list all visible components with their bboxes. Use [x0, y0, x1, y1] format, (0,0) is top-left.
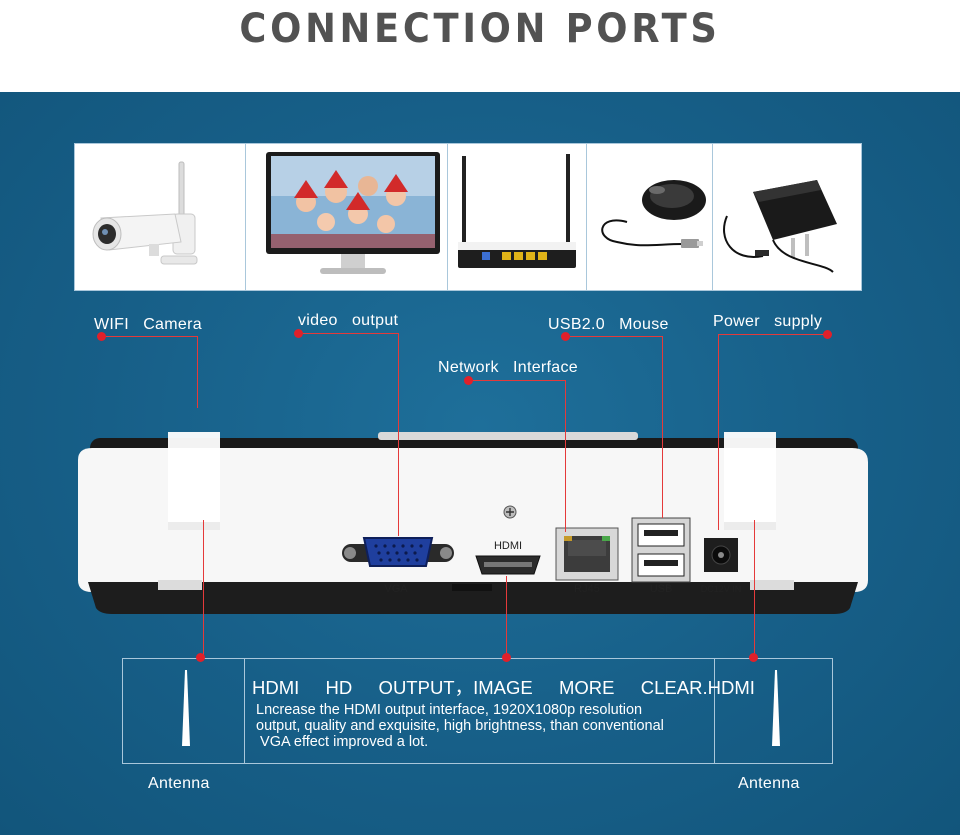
- hdmi-port-label: HDMI: [494, 540, 522, 552]
- hdmi-marker: [502, 653, 511, 662]
- power-adapter-image: [713, 144, 861, 290]
- description-divider-right: [714, 658, 715, 764]
- antenna-right-marker: [749, 653, 758, 662]
- video-output-leader-v: [398, 333, 399, 536]
- description-line-2: output, quality and exquisite, high brig…: [256, 718, 664, 734]
- hdmi-leader: [506, 576, 507, 658]
- router-image: [448, 144, 587, 290]
- antenna-right-label: Antenna: [738, 775, 800, 792]
- antenna-right-leader: [754, 520, 755, 658]
- network-interface-label: Network Interface: [438, 359, 578, 376]
- nvr-device: VGA HDMI RJ45 USB DC12V IN: [78, 432, 868, 614]
- description-line-1: Lncrease the HDMI output interface, 1920…: [256, 702, 643, 718]
- power-leader-h: [718, 334, 828, 335]
- wifi-camera-leader-v: [197, 336, 198, 408]
- description-line-3: VGA effect improved a lot.: [256, 734, 429, 750]
- video-output-leader-h: [298, 333, 399, 334]
- antenna-right-icon: [772, 670, 780, 746]
- antenna-left-icon: [182, 670, 190, 746]
- antenna-left-marker: [196, 653, 205, 662]
- header: CONNECTION PORTS: [0, 0, 960, 92]
- wifi-camera-marker: [97, 332, 106, 341]
- vga-port-label: VGA: [384, 583, 408, 595]
- antenna-left-leader: [203, 520, 204, 658]
- usb-mouse-label: USB2.0 Mouse: [548, 316, 669, 333]
- rj45-port-label: RJ45: [574, 583, 600, 595]
- antenna-left-label: Antenna: [148, 775, 210, 792]
- page-title: CONNECTION PORTS: [239, 6, 721, 52]
- mouse-image: [586, 144, 714, 290]
- power-leader-v: [718, 334, 719, 530]
- description-box: [122, 658, 833, 764]
- usb-leader-v: [662, 336, 663, 518]
- wifi-camera-leader-h: [102, 336, 198, 337]
- accessory-thumbnails: [74, 143, 862, 291]
- monitor-image: [245, 144, 449, 290]
- usb-port-label: USB: [650, 583, 673, 595]
- network-leader-h: [468, 380, 566, 381]
- power-marker: [823, 330, 832, 339]
- wifi-camera-image: [75, 144, 246, 290]
- wifi-camera-label: WIFI Camera: [94, 316, 202, 333]
- dc-power-label: DC12V IN: [701, 584, 742, 594]
- description-divider-left: [244, 658, 245, 764]
- power-supply-label: Power supply: [713, 313, 823, 330]
- usb-leader-h: [566, 336, 663, 337]
- video-output-label: video output: [298, 312, 399, 329]
- video-output-marker: [294, 329, 303, 338]
- usb-marker: [561, 332, 570, 341]
- network-leader-v: [565, 380, 566, 532]
- network-marker: [464, 376, 473, 385]
- description-title: HDMI HD OUTPUT，IMAGE MORE CLEAR.HDMI: [252, 677, 755, 698]
